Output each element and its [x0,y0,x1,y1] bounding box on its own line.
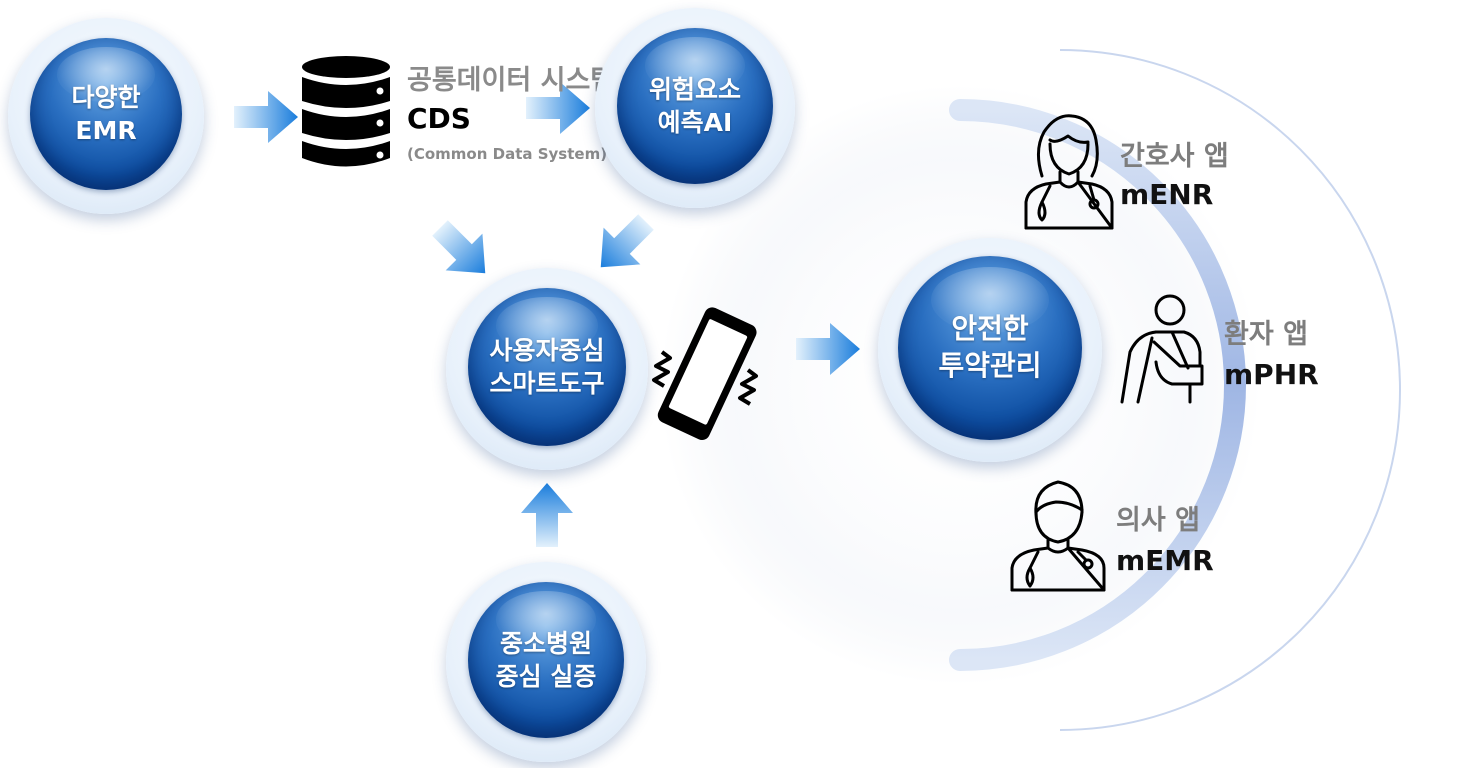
database-icon [302,56,390,167]
node-safe-medication: 안전한 투약관리 [878,238,1102,462]
arrow-emr-to-cds [234,91,298,143]
node-emr-label: 다양한 EMR [71,83,141,145]
patient-icon [1120,294,1204,404]
node-safe-medication-label: 안전한 투약관리 [938,312,1042,382]
arrow-ai-to-tool [600,214,654,268]
node-hospital: 중소병원 중심 실증 [446,562,646,762]
patient-app-title: 환자 앱 [1224,319,1308,350]
nurse-app-title: 간호사 앱 [1120,141,1229,172]
nurse-icon [1024,114,1114,230]
node-smart-tool: 사용자중심 스마트도구 [446,268,648,470]
cds-title: 공통데이터 시스템 [407,65,616,96]
doctor-icon [1010,480,1106,592]
node-emr: 다양한 EMR [8,18,204,214]
arrow-tool-to-safe [796,323,860,375]
doctor-app-code: mEMR [1116,544,1214,577]
doctor-app-title: 의사 앱 [1116,505,1200,536]
patient-app-code: mPHR [1224,358,1319,391]
arrow-hospital-to-tool [521,483,573,547]
cds-code: CDS [407,102,471,135]
node-risk-ai-label: 위험요소 예측AI [648,75,741,137]
nurse-app-code: mENR [1120,178,1214,211]
cds-subtitle: (Common Data System) [407,145,608,163]
node-smart-tool-label: 사용자중심 스마트도구 [489,336,605,398]
smartphone-icon [652,307,758,441]
arrow-cds-to-tool [432,220,486,274]
node-hospital-label: 중소병원 중심 실증 [495,629,597,691]
node-risk-ai: 위험요소 예측AI [595,8,795,208]
